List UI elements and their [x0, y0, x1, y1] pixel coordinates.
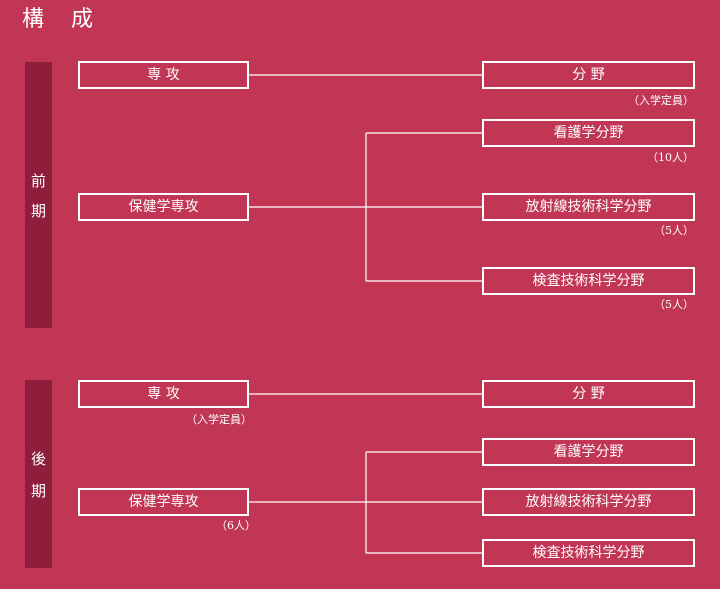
- first-half-band-char-2: 期: [30, 202, 46, 220]
- second-half-health-major-box: 保健学専攻: [78, 488, 249, 516]
- second-half-capacity-note: （入学定員）: [186, 413, 252, 426]
- second-half-health-capacity: （6人）: [216, 519, 256, 532]
- second-half-field-radiology: 放射線技術科学分野: [482, 488, 695, 516]
- second-half-major-box: 専 攻: [78, 380, 249, 408]
- page-title: 構 成: [22, 7, 103, 32]
- first-half-major-box: 専 攻: [78, 61, 249, 89]
- first-half-health-major-box: 保健学専攻: [78, 193, 249, 221]
- first-half-capacity-note: （入学定員）: [628, 94, 694, 107]
- second-half-field-nursing: 看護学分野: [482, 438, 695, 466]
- first-half-capacity-lab: （5人）: [654, 298, 694, 311]
- second-half-field-box: 分 野: [482, 380, 695, 408]
- second-half-band: 後 期: [25, 380, 52, 568]
- second-half-band-char-1: 後: [30, 450, 46, 468]
- second-half-band-char-2: 期: [30, 482, 46, 500]
- second-half-field-lab: 検査技術科学分野: [482, 539, 695, 567]
- first-half-field-lab: 検査技術科学分野: [482, 267, 695, 295]
- first-half-band-char-1: 前: [30, 172, 46, 190]
- first-half-field-radiology: 放射線技術科学分野: [482, 193, 695, 221]
- first-half-field-box: 分 野: [482, 61, 695, 89]
- first-half-band: 前 期: [25, 62, 52, 328]
- first-half-field-nursing: 看護学分野: [482, 119, 695, 147]
- first-half-capacity-nursing: （10人）: [647, 151, 694, 164]
- first-half-capacity-radiology: （5人）: [654, 224, 694, 237]
